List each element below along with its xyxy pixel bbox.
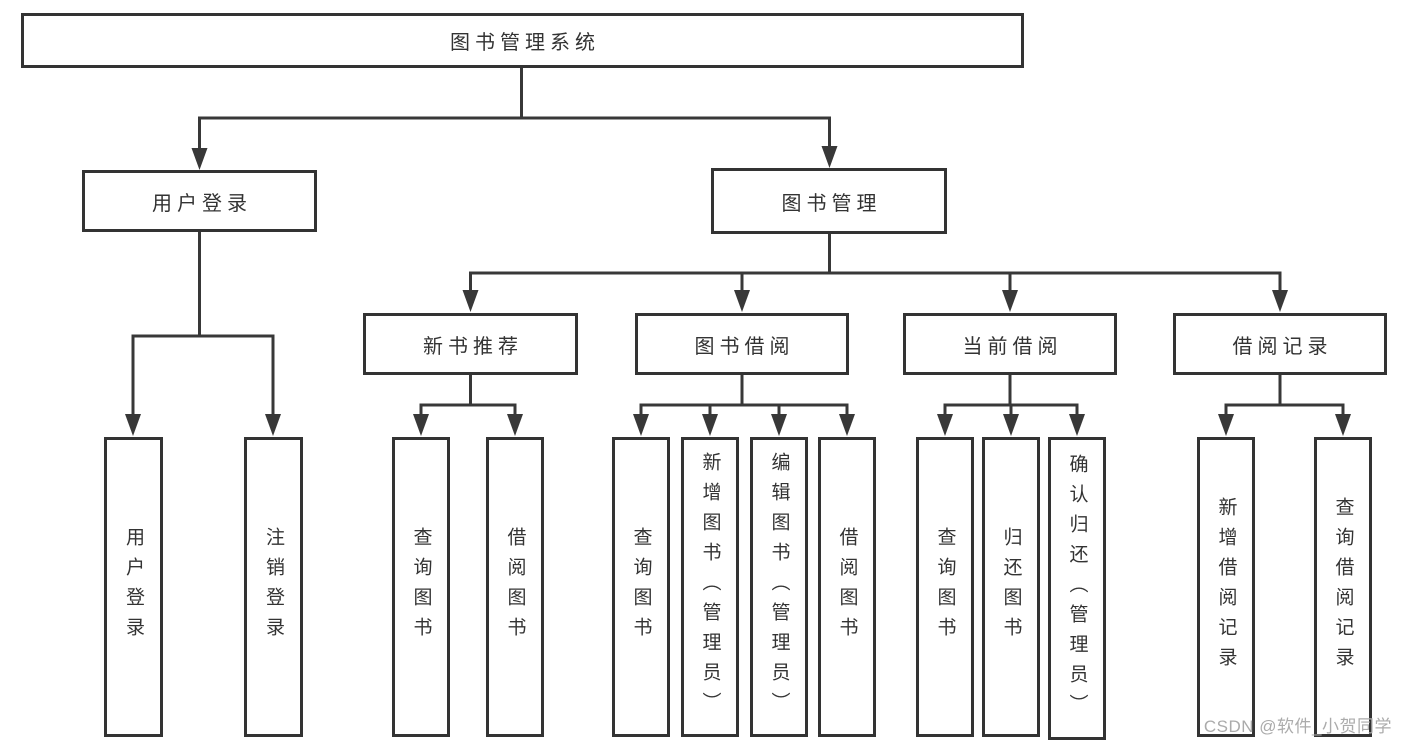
node-book-borrowing: 图书借阅 — [635, 313, 849, 375]
leaf-user-login-label: 用户登录 — [123, 527, 144, 647]
leaf-logout-label: 注销登录 — [263, 527, 284, 647]
leaf-user-login: 用户登录 — [104, 437, 163, 737]
leaf-logout: 注销登录 — [244, 437, 303, 737]
leaf-edit-books-admin-label: 编辑图书（管理员） — [768, 452, 790, 722]
leaf-query-books-current: 查询图书 — [916, 437, 974, 737]
node-new-book-recommend-label: 新书推荐 — [423, 335, 523, 358]
leaf-query-borrow-record: 查询借阅记录 — [1314, 437, 1372, 737]
leaf-query-books-recommend-label: 查询图书 — [410, 527, 432, 647]
node-borrowing-records-label: 借阅记录 — [1232, 335, 1333, 358]
csdn-watermark: CSDN @软件_小贺同学 — [1203, 717, 1392, 736]
node-borrowing-records: 借阅记录 — [1173, 313, 1387, 375]
node-new-book-recommend: 新书推荐 — [363, 313, 578, 375]
leaf-confirm-return-admin: 确认归还（管理员） — [1048, 437, 1106, 740]
leaf-borrow-books-recommend-label: 借阅图书 — [504, 527, 526, 647]
leaf-return-books: 归还图书 — [982, 437, 1040, 737]
node-current-borrowing-label: 当前借阅 — [962, 335, 1063, 358]
leaf-borrow-books-recommend: 借阅图书 — [486, 437, 544, 737]
leaf-edit-books-admin: 编辑图书（管理员） — [750, 437, 808, 737]
leaf-borrow-books: 借阅图书 — [818, 437, 876, 737]
node-user-login-label: 用户登录 — [152, 192, 252, 215]
node-book-borrowing-label: 图书借阅 — [694, 335, 795, 358]
node-book-management: 图书管理 — [711, 168, 947, 234]
leaf-add-borrow-record: 新增借阅记录 — [1197, 437, 1255, 737]
leaf-confirm-return-admin-label: 确认归还（管理员） — [1066, 453, 1088, 724]
leaf-query-books-recommend: 查询图书 — [392, 437, 450, 737]
node-book-management-label: 图书管理 — [781, 192, 882, 215]
leaf-add-books-admin: 新增图书（管理员） — [681, 437, 739, 737]
leaf-query-borrow-record-label: 查询借阅记录 — [1332, 497, 1354, 677]
node-user-login: 用户登录 — [82, 170, 317, 232]
leaf-return-books-label: 归还图书 — [1000, 527, 1022, 647]
leaf-add-borrow-record-label: 新增借阅记录 — [1215, 497, 1237, 677]
leaf-add-books-admin-label: 新增图书（管理员） — [699, 452, 721, 722]
node-root-label: 图书管理系统 — [450, 32, 600, 54]
leaf-query-books-borrow: 查询图书 — [612, 437, 670, 737]
leaf-query-books-borrow-label: 查询图书 — [630, 527, 652, 647]
leaf-borrow-books-label: 借阅图书 — [836, 527, 858, 647]
leaf-query-books-current-label: 查询图书 — [934, 527, 956, 647]
node-root-library-management-system: 图书管理系统 — [21, 13, 1024, 68]
node-current-borrowing: 当前借阅 — [903, 313, 1117, 375]
